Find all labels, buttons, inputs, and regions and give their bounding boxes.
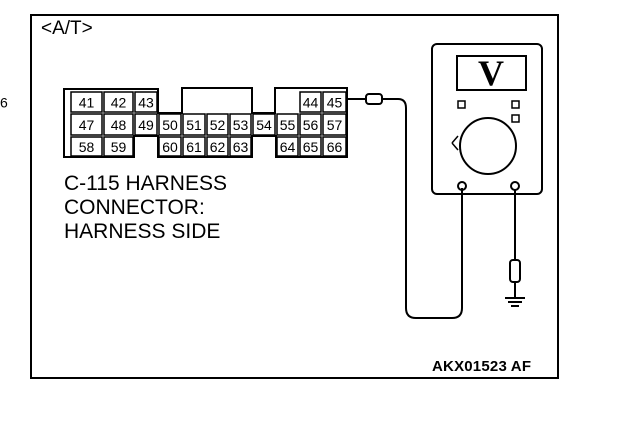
voltmeter-case bbox=[431, 43, 543, 195]
pin-number: 45 bbox=[327, 95, 343, 111]
pin-cell bbox=[299, 91, 322, 113]
diagram-frame bbox=[30, 14, 559, 379]
pin-number: 52 bbox=[210, 117, 226, 133]
pin-cell bbox=[103, 113, 134, 136]
pin-number: 61 bbox=[186, 139, 202, 155]
pin-number: 51 bbox=[186, 117, 202, 133]
probe-lead bbox=[347, 93, 463, 319]
probe-tip bbox=[365, 93, 383, 105]
pin-cell bbox=[134, 91, 158, 113]
pin-cell bbox=[229, 136, 252, 157]
pin-number: 57 bbox=[327, 117, 343, 133]
pin-cell bbox=[103, 136, 134, 157]
pin-cell bbox=[182, 113, 206, 136]
pin-cell bbox=[206, 136, 229, 157]
pin-number: 66 bbox=[327, 139, 343, 155]
pin-cell bbox=[158, 113, 182, 136]
pin-cell bbox=[276, 113, 299, 136]
pin-number: 42 bbox=[111, 95, 127, 111]
connector-caption-line-2: CONNECTOR: bbox=[64, 196, 205, 219]
pin-cell bbox=[103, 91, 134, 113]
view-label: <A/T> bbox=[41, 18, 93, 39]
pin-cell bbox=[158, 136, 182, 157]
indicator-left bbox=[457, 100, 466, 109]
connector-outline bbox=[63, 87, 348, 158]
pin-number: 59 bbox=[111, 139, 127, 155]
pin-cell bbox=[182, 136, 206, 157]
voltmeter-display-symbol: V bbox=[478, 53, 504, 93]
pin-cell bbox=[134, 113, 158, 136]
selector-mark bbox=[451, 135, 459, 151]
terminal-left bbox=[457, 181, 467, 191]
pin-number: 43 bbox=[138, 95, 154, 111]
pin-number: 41 bbox=[79, 95, 95, 111]
pin-cell bbox=[299, 113, 322, 136]
pin-number: 65 bbox=[303, 139, 319, 155]
pin-number: 55 bbox=[280, 117, 296, 133]
pin-cell bbox=[70, 91, 103, 113]
indicator-right-2 bbox=[511, 114, 520, 123]
pin-cell bbox=[322, 136, 347, 157]
pin-number: 44 bbox=[303, 95, 319, 111]
ground-probe-clip bbox=[509, 259, 521, 283]
pin-number: 64 bbox=[280, 139, 296, 155]
pin-cell bbox=[299, 136, 322, 157]
pin-cell bbox=[322, 113, 347, 136]
voltmeter bbox=[431, 43, 543, 195]
pin-number: 62 bbox=[210, 139, 226, 155]
pin-cells: 41 42 43 44 45 46 47 48 49 50 51 52 53 54 55 56 57 58 59 60… bbox=[0, 91, 347, 157]
pin-number: 49 bbox=[138, 117, 154, 133]
pin-number: 50 bbox=[162, 117, 178, 133]
voltmeter-dial bbox=[459, 117, 517, 175]
pin-number: 60 bbox=[162, 139, 178, 155]
pin-cell bbox=[206, 113, 229, 136]
ground-lead bbox=[505, 190, 525, 307]
pin-cell bbox=[252, 113, 276, 136]
pin-number: 46 bbox=[0, 95, 8, 111]
figure-code: AKX01523 AF bbox=[432, 358, 532, 375]
pin-cell bbox=[322, 91, 347, 113]
pin-number: 54 bbox=[256, 117, 272, 133]
connector-caption-line-1: C-115 HARNESS bbox=[64, 172, 227, 195]
pin-cell bbox=[229, 113, 252, 136]
pin-number: 53 bbox=[233, 117, 249, 133]
pin-cell bbox=[70, 113, 103, 136]
pin-number: 47 bbox=[79, 117, 95, 133]
pin-cell bbox=[276, 136, 299, 157]
pin-number: 58 bbox=[79, 139, 95, 155]
pin-number: 56 bbox=[303, 117, 319, 133]
connector-caption-line-3: HARNESS SIDE bbox=[64, 220, 221, 243]
ground-symbol bbox=[505, 297, 525, 307]
voltmeter-display bbox=[456, 55, 527, 91]
terminal-right bbox=[510, 181, 520, 191]
pin-number: 48 bbox=[111, 117, 127, 133]
pin-cell bbox=[70, 136, 103, 157]
indicator-right bbox=[511, 100, 520, 109]
pin-number: 63 bbox=[233, 139, 249, 155]
